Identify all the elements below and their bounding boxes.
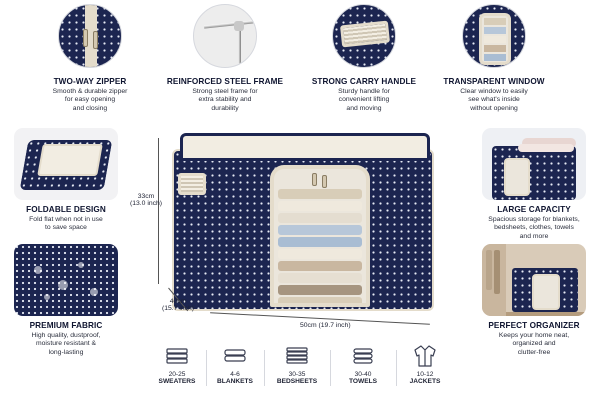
feature-title: STRONG CARRY HANDLE [311, 77, 417, 86]
zipper-pull [312, 173, 317, 186]
feature-title: TRANSPARENT WINDOW [443, 77, 545, 86]
window-closeup-image [462, 4, 526, 68]
width-dimension: 50cm (19.7 inch) [300, 322, 351, 329]
feature-transparent-window: TRANSPARENT WINDOW Clear window to easil… [434, 0, 554, 113]
height-dimension: 33cm(13.0 inch) [129, 193, 163, 207]
feature-title: PREMIUM FABRIC [29, 321, 103, 330]
bedsheet-stack-icon [286, 347, 308, 364]
feature-foldable-design: FOLDABLE DESIGN Fold flat when not in us… [4, 128, 128, 233]
capacity-separator [206, 350, 207, 386]
blanket-stack-icon [224, 349, 246, 362]
feature-title: PERFECT ORGANIZER [488, 321, 580, 330]
capacity-towels: 30-40 TOWELS [338, 344, 388, 385]
capacity-jackets: 10-12 JACKETS [400, 344, 450, 385]
handle-closeup-image [332, 4, 396, 68]
depth-dimension: 40cm(15.7 inch) [161, 298, 195, 312]
zipper-pull [322, 175, 327, 188]
sweater-stack-icon [166, 348, 188, 364]
feature-desc: High quality, dustproof,moisture resista… [31, 332, 101, 356]
capacity-blankets: 4-6 BLANKETS [210, 344, 260, 385]
feature-title: REINFORCED STEEL FRAME [166, 77, 284, 86]
fabric-water-droplet-image [14, 244, 118, 316]
capacity-sweaters: 20-25 SWEATERS [152, 344, 202, 385]
box-lid [180, 133, 430, 161]
closet-shelf-image [482, 244, 586, 316]
capacity-separator [396, 350, 397, 386]
folded-box-image [14, 128, 118, 200]
jacket-icon [414, 345, 436, 367]
capacity-bedsheets: 30-35 BEDSHEETS [272, 344, 322, 385]
storage-box-illustration [150, 115, 450, 335]
side-handle [178, 173, 206, 195]
towel-stack-icon [353, 348, 373, 364]
steel-frame-image [193, 4, 257, 68]
feature-title: TWO-WAY ZIPPER [53, 77, 127, 86]
feature-premium-fabric: PREMIUM FABRIC High quality, dustproof,m… [4, 244, 128, 357]
feature-title: LARGE CAPACITY [497, 205, 571, 214]
capacity-separator [330, 350, 331, 386]
height-dimension-line [158, 138, 159, 284]
feature-desc: Spacious storage for blankets,bedsheets,… [488, 216, 580, 240]
feature-large-capacity: LARGE CAPACITY Spacious storage for blan… [472, 128, 596, 241]
feature-steel-frame: REINFORCED STEEL FRAME Strong steel fram… [165, 0, 285, 113]
feature-perfect-organizer: PERFECT ORGANIZER Keeps your home neat,o… [472, 244, 596, 357]
front-window [270, 165, 370, 307]
feature-title: FOLDABLE DESIGN [26, 205, 106, 214]
zipper-closeup-image [58, 4, 122, 68]
capacity-separator [264, 350, 265, 386]
open-box-with-blankets-image [482, 128, 586, 200]
